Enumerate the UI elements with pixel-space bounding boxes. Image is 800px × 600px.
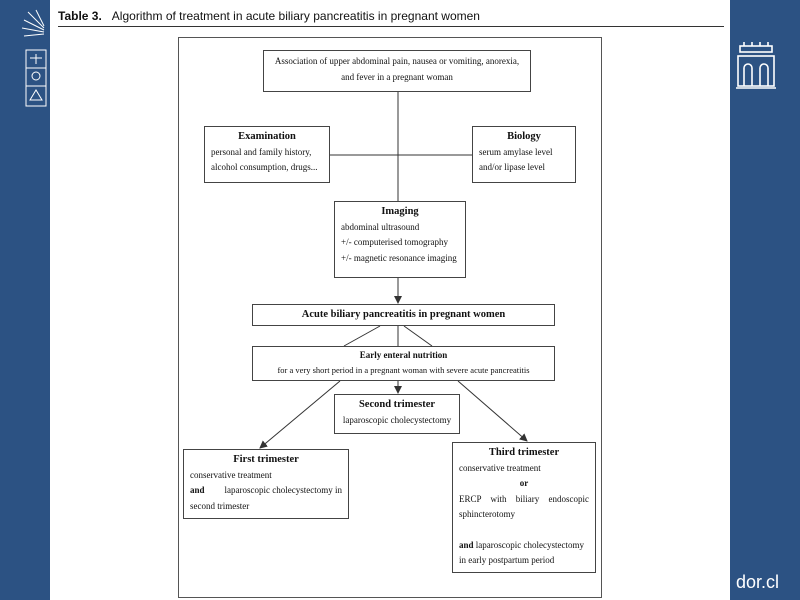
left-strip [0, 0, 48, 600]
building-logo-icon [736, 42, 776, 89]
first-trimester-line-3: second trimester [190, 500, 250, 511]
table-label: Table 3. [58, 9, 102, 23]
imaging-box: Imaging abdominal ultrasound +/- compute… [334, 201, 466, 278]
biology-heading: Biology [507, 131, 541, 142]
examination-line-1: personal and family history, [211, 146, 312, 157]
third-trimester-line-4: laparoscopic cholecystectomy [475, 539, 584, 550]
slide-card [50, 0, 730, 600]
table-title: Table 3. Algorithm of treatment in acute … [58, 6, 728, 26]
diagnosis-box: Acute biliary pancreatitis in pregnant w… [252, 304, 555, 326]
third-trimester-or: or [459, 476, 589, 492]
crest-logo-icon [21, 9, 47, 107]
third-trimester-line-2: ERCP with biliary endoscopic [459, 493, 589, 504]
algorithm-frame [178, 37, 602, 598]
nutrition-line: for a very short period in a pregnant wo… [277, 365, 530, 375]
second-trimester-heading: Second trimester [358, 399, 436, 410]
third-trimester-heading: Third trimester [488, 447, 560, 458]
symptoms-box: Association of upper abdominal pain, nau… [263, 50, 531, 92]
third-trimester-spacer [459, 523, 589, 538]
second-trimester-box: Second trimester laparoscopic cholecyste… [334, 394, 460, 434]
third-trimester-line-4-row: and laparoscopic cholecystectomy [459, 538, 589, 554]
imaging-line-2: +/- computerised tomography [341, 237, 449, 247]
symptoms-line-1: Association of upper abdominal pain, nau… [274, 56, 520, 66]
third-trimester-or-text: or [519, 478, 529, 488]
nutrition-box: Early enteral nutrition for a very short… [252, 346, 555, 381]
third-trimester-line-3: sphincterotomy [459, 509, 515, 519]
first-trimester-line-2-row: and laparoscopic cholecystectomy in [190, 483, 342, 499]
diagnosis-heading: Acute biliary pancreatitis in pregnant w… [301, 309, 506, 320]
third-trimester-and: and [459, 539, 474, 550]
second-trimester-line: laparoscopic cholecystectomy [342, 414, 452, 425]
third-trimester-line-5: in early postpartum period [459, 555, 555, 565]
biology-line-2: and/or lipase level [479, 162, 545, 172]
examination-box: Examination personal and family history,… [204, 126, 330, 183]
third-trimester-line-1: conservative treatment [459, 462, 541, 473]
biology-box: Biology serum amylase level and/or lipas… [472, 126, 576, 183]
title-rule [58, 26, 724, 27]
nutrition-heading: Early enteral nutrition [359, 350, 448, 360]
symptoms-line-2: and fever in a pregnant woman [341, 71, 453, 82]
examination-heading: Examination [238, 131, 296, 142]
imaging-heading: Imaging [381, 206, 419, 217]
first-trimester-heading: First trimester [233, 454, 299, 465]
third-trimester-box: Third trimester conservative treatment o… [452, 442, 596, 573]
imaging-line-1: abdominal ultrasound [341, 221, 420, 232]
imaging-line-3: +/- magnetic resonance imaging [341, 252, 457, 263]
first-trimester-line-2: laparoscopic cholecystectomy in [224, 485, 342, 495]
examination-line-2: alcohol consumption, drugs... [211, 162, 318, 172]
first-trimester-line-1: conservative treatment [190, 469, 272, 480]
first-trimester-and: and [190, 485, 205, 495]
table-title-text: Algorithm of treatment in acute biliary … [111, 9, 480, 23]
biology-line-1: serum amylase level [479, 146, 553, 157]
footer-url: dor.cl [736, 572, 780, 592]
first-trimester-box: First trimester conservative treatment a… [183, 449, 349, 519]
